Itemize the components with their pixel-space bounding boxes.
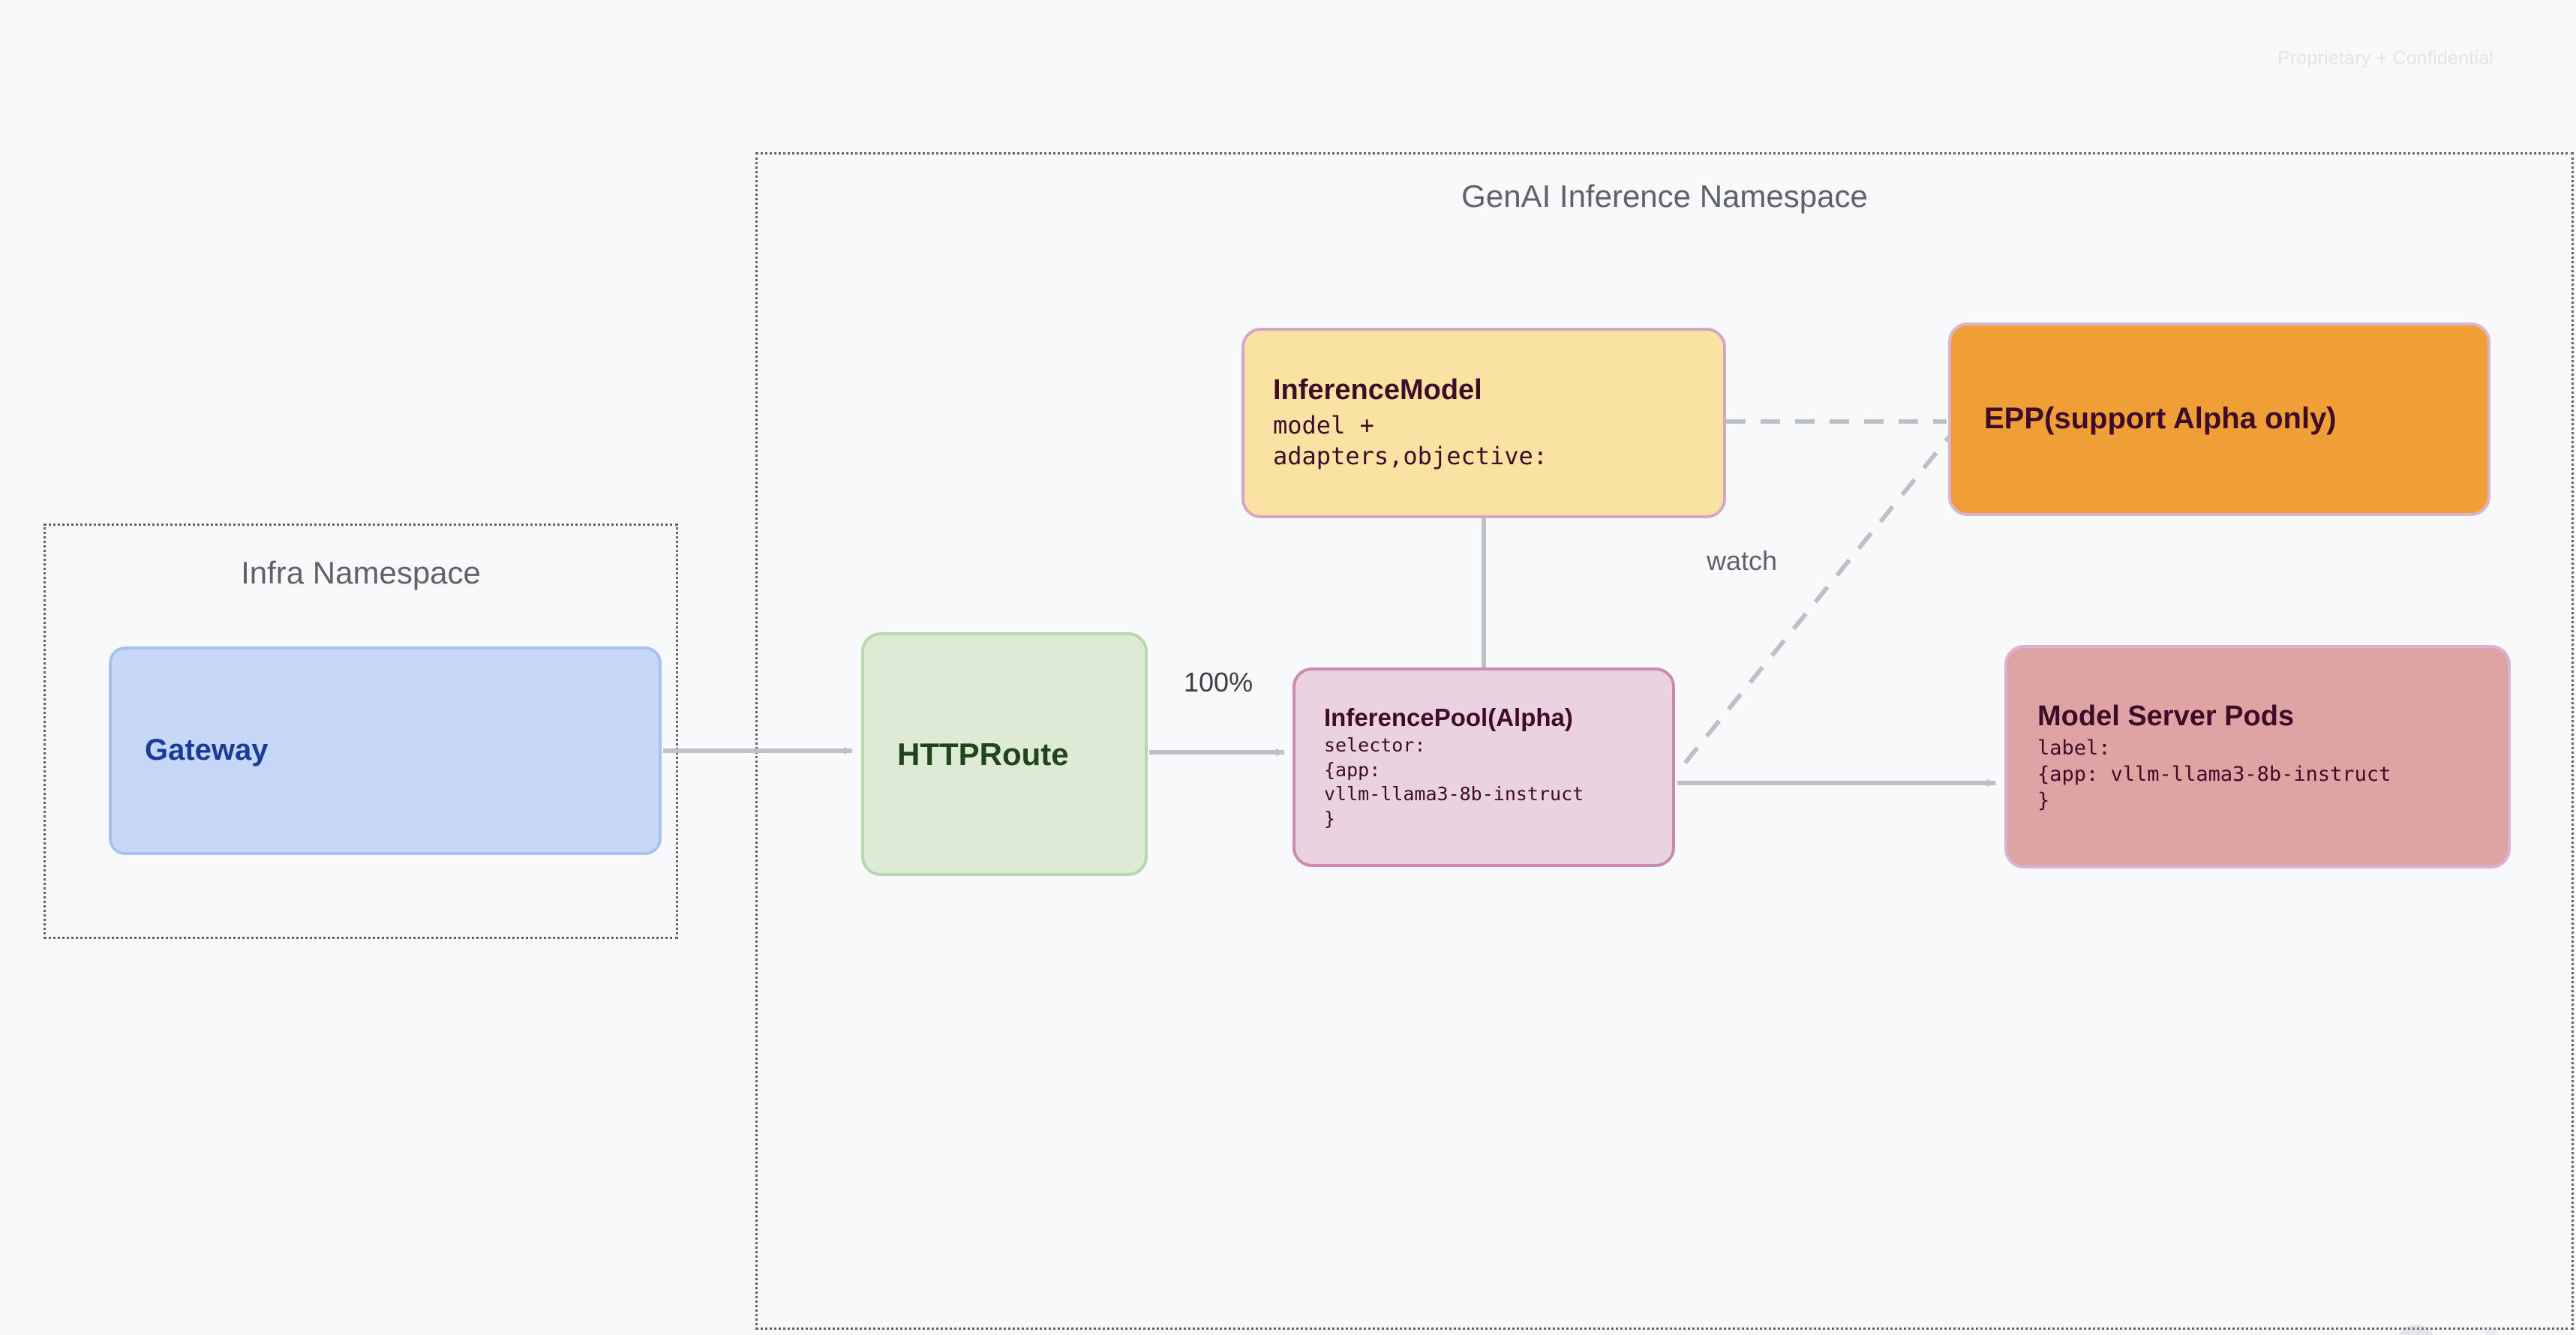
node-inference-model-detail-2: adapters,objective: xyxy=(1273,442,1548,471)
node-model-server-pods-detail-2: {app: vllm-llama3-8b-instruct xyxy=(2037,762,2391,786)
node-epp-title: EPP(support Alpha only) xyxy=(1984,402,2337,436)
node-model-server-pods-title: Model Server Pods xyxy=(2037,700,2295,732)
edge-label-watch: watch xyxy=(1707,545,1778,576)
node-inference-model-title: InferenceModel xyxy=(1273,374,1482,406)
node-inference-pool-detail-2: {app: xyxy=(1324,758,1381,781)
footer-tick-shape xyxy=(2485,1328,2497,1335)
namespace-frame-infra xyxy=(44,524,678,939)
namespace-frame-genai xyxy=(755,152,2574,1330)
node-gateway-title: Gateway xyxy=(145,734,269,767)
node-model-server-pods[interactable]: Model Server Pods label: {app: vllm-llam… xyxy=(2004,645,2511,868)
edge-label-traffic-split: 100% xyxy=(1184,667,1253,698)
node-inference-pool-detail-4: } xyxy=(1324,807,1336,830)
cropped-footer-artifact xyxy=(2397,1324,2509,1335)
footer-blob-shape xyxy=(2397,1324,2436,1335)
namespace-title-genai: GenAI Inference Namespace xyxy=(1461,178,1868,214)
node-model-server-pods-detail-1: label: xyxy=(2037,736,2111,760)
node-gateway[interactable]: Gateway xyxy=(109,646,662,855)
namespace-title-infra: Infra Namespace xyxy=(241,555,481,590)
node-inference-pool-title: InferencePool(Alpha) xyxy=(1324,703,1573,731)
confidential-notice: Proprietary + Confidential xyxy=(2277,47,2493,69)
node-inference-pool[interactable]: InferencePool(Alpha) selector: {app: vll… xyxy=(1293,668,1675,867)
node-epp[interactable]: EPP(support Alpha only) xyxy=(1948,322,2490,516)
node-httproute[interactable]: HTTPRoute xyxy=(861,632,1148,876)
node-inference-pool-detail-1: selector: xyxy=(1324,734,1426,757)
node-model-server-pods-detail-3: } xyxy=(2037,788,2050,812)
node-inference-pool-detail-3: vllm-llama3-8b-instruct xyxy=(1324,783,1584,806)
node-inference-model-detail-1: model + xyxy=(1273,410,1374,440)
node-inference-model[interactable]: InferenceModel model + adapters,objectiv… xyxy=(1241,328,1726,518)
node-httproute-title: HTTPRoute xyxy=(897,736,1069,772)
